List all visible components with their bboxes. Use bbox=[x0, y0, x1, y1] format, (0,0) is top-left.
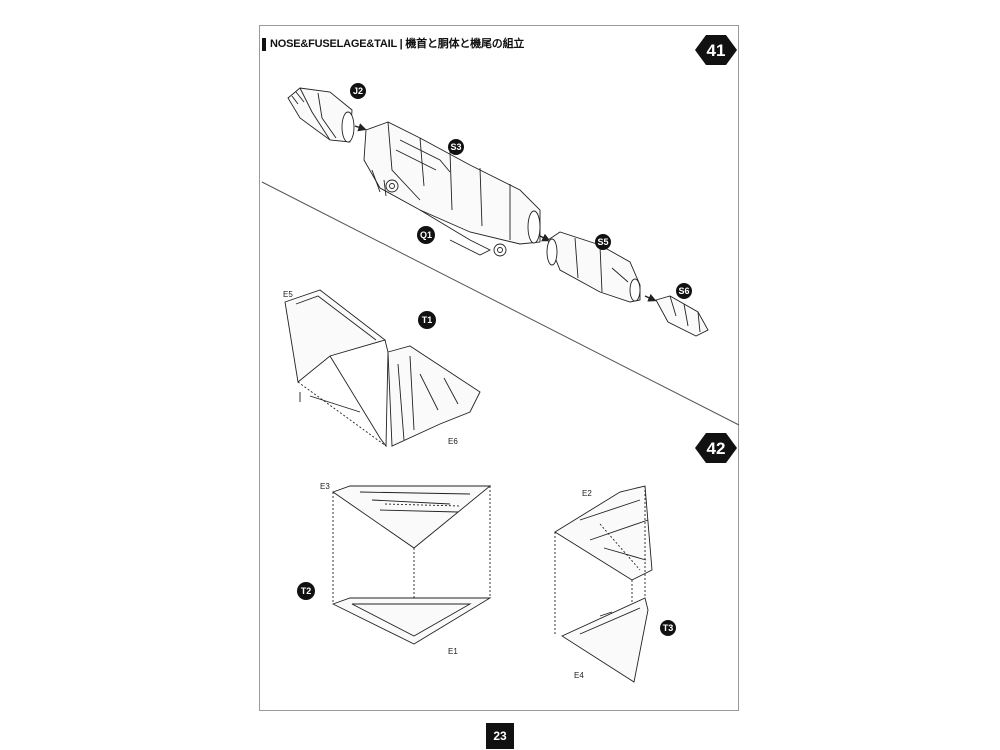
arrow-fuselage bbox=[539, 233, 551, 242]
left-stabilizer-e3-e1 bbox=[331, 485, 492, 645]
part-label-e3: E3 bbox=[320, 482, 330, 491]
callout-q1: Q1 bbox=[417, 226, 435, 244]
part-label-e6: E6 bbox=[448, 437, 458, 446]
svg-text:S3: S3 bbox=[450, 142, 461, 152]
step-41-badge: 41 bbox=[695, 35, 737, 65]
arrow-nose bbox=[354, 123, 367, 132]
tail-cone bbox=[655, 295, 709, 337]
callout-s3: S3 bbox=[448, 139, 464, 155]
part-label-e1: E1 bbox=[448, 647, 458, 656]
svg-text:T2: T2 bbox=[301, 586, 312, 596]
step-41-number: 41 bbox=[707, 41, 726, 60]
nose-section bbox=[287, 87, 355, 143]
step-divider bbox=[261, 181, 740, 426]
step-42-number: 42 bbox=[707, 439, 726, 458]
svg-text:J2: J2 bbox=[353, 86, 363, 96]
callout-t2: T2 bbox=[297, 582, 315, 600]
svg-text:T1: T1 bbox=[422, 315, 433, 325]
arrow-rear bbox=[644, 293, 657, 302]
part-label-e2: E2 bbox=[582, 489, 592, 498]
callout-s5: S5 bbox=[595, 234, 611, 250]
callout-t1: T1 bbox=[418, 311, 436, 329]
callout-s6: S6 bbox=[676, 283, 692, 299]
header-marker bbox=[262, 38, 266, 51]
part-label-e4: E4 bbox=[574, 671, 584, 680]
main-fuselage bbox=[363, 121, 541, 257]
svg-text:S6: S6 bbox=[678, 286, 689, 296]
callout-j2: J2 bbox=[350, 83, 366, 99]
callout-t3: T3 bbox=[660, 620, 676, 636]
right-stabilizer-e2-e4 bbox=[554, 485, 653, 683]
page-number: 23 bbox=[486, 723, 514, 749]
rear-fuselage bbox=[546, 231, 641, 303]
part-label-e5: E5 bbox=[283, 290, 293, 299]
step-42-badge: 42 bbox=[695, 433, 737, 463]
svg-text:S5: S5 bbox=[597, 237, 608, 247]
svg-text:T3: T3 bbox=[663, 623, 674, 633]
svg-text:Q1: Q1 bbox=[420, 230, 432, 240]
page-title: NOSE&FUSELAGE&TAIL | 機首と胴体と機尾の組立 bbox=[270, 38, 525, 50]
tail-fin-halves-e5-e6 bbox=[284, 289, 481, 448]
